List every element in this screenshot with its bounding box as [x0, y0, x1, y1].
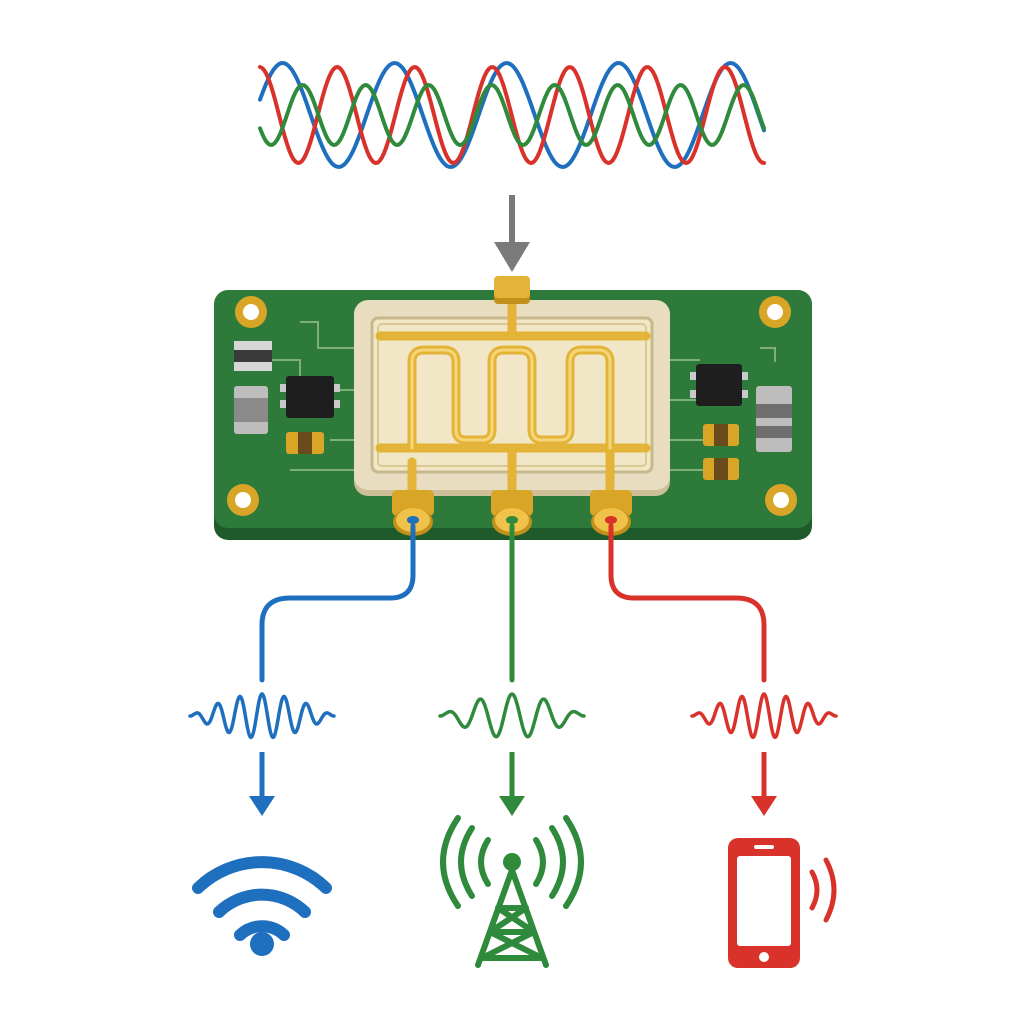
smd-component — [756, 386, 792, 452]
output-port-1 — [392, 490, 434, 536]
smd-component — [703, 458, 739, 480]
ic-chip — [280, 376, 340, 418]
output-arrow-blue — [249, 752, 275, 816]
mounting-hole — [227, 484, 259, 516]
filtered-output-waves — [188, 692, 838, 740]
wifi-icon — [192, 856, 332, 956]
output-arrow-green — [499, 752, 525, 816]
mounting-hole — [765, 484, 797, 516]
smd-component — [234, 386, 268, 434]
vibration-waves-icon — [809, 857, 837, 923]
output-port-2 — [491, 490, 533, 536]
mounting-hole — [759, 296, 791, 328]
pcb-traces — [270, 321, 776, 471]
pcb-board — [214, 276, 812, 540]
ic-chip — [690, 364, 748, 406]
mixed-input-signal — [258, 60, 766, 170]
output-wave — [438, 692, 586, 739]
resonator-highlight — [410, 348, 612, 450]
input-wave — [258, 64, 766, 166]
input-wave — [258, 83, 766, 147]
input-port — [494, 276, 530, 304]
output-port-3 — [590, 490, 632, 536]
output-wave — [188, 692, 336, 740]
input-wave — [258, 60, 766, 170]
output-wave — [690, 692, 838, 740]
smartphone-icon — [728, 838, 837, 968]
smd-component — [234, 341, 272, 371]
smd-component — [703, 424, 739, 446]
cable-blue — [259, 523, 416, 683]
cable-red — [608, 523, 767, 683]
cell-tower-icon — [440, 815, 584, 968]
smd-component — [286, 432, 324, 454]
mounting-hole — [235, 296, 267, 328]
filter-module — [354, 291, 670, 501]
output-arrow-red — [751, 752, 777, 816]
input-arrow — [494, 195, 530, 272]
